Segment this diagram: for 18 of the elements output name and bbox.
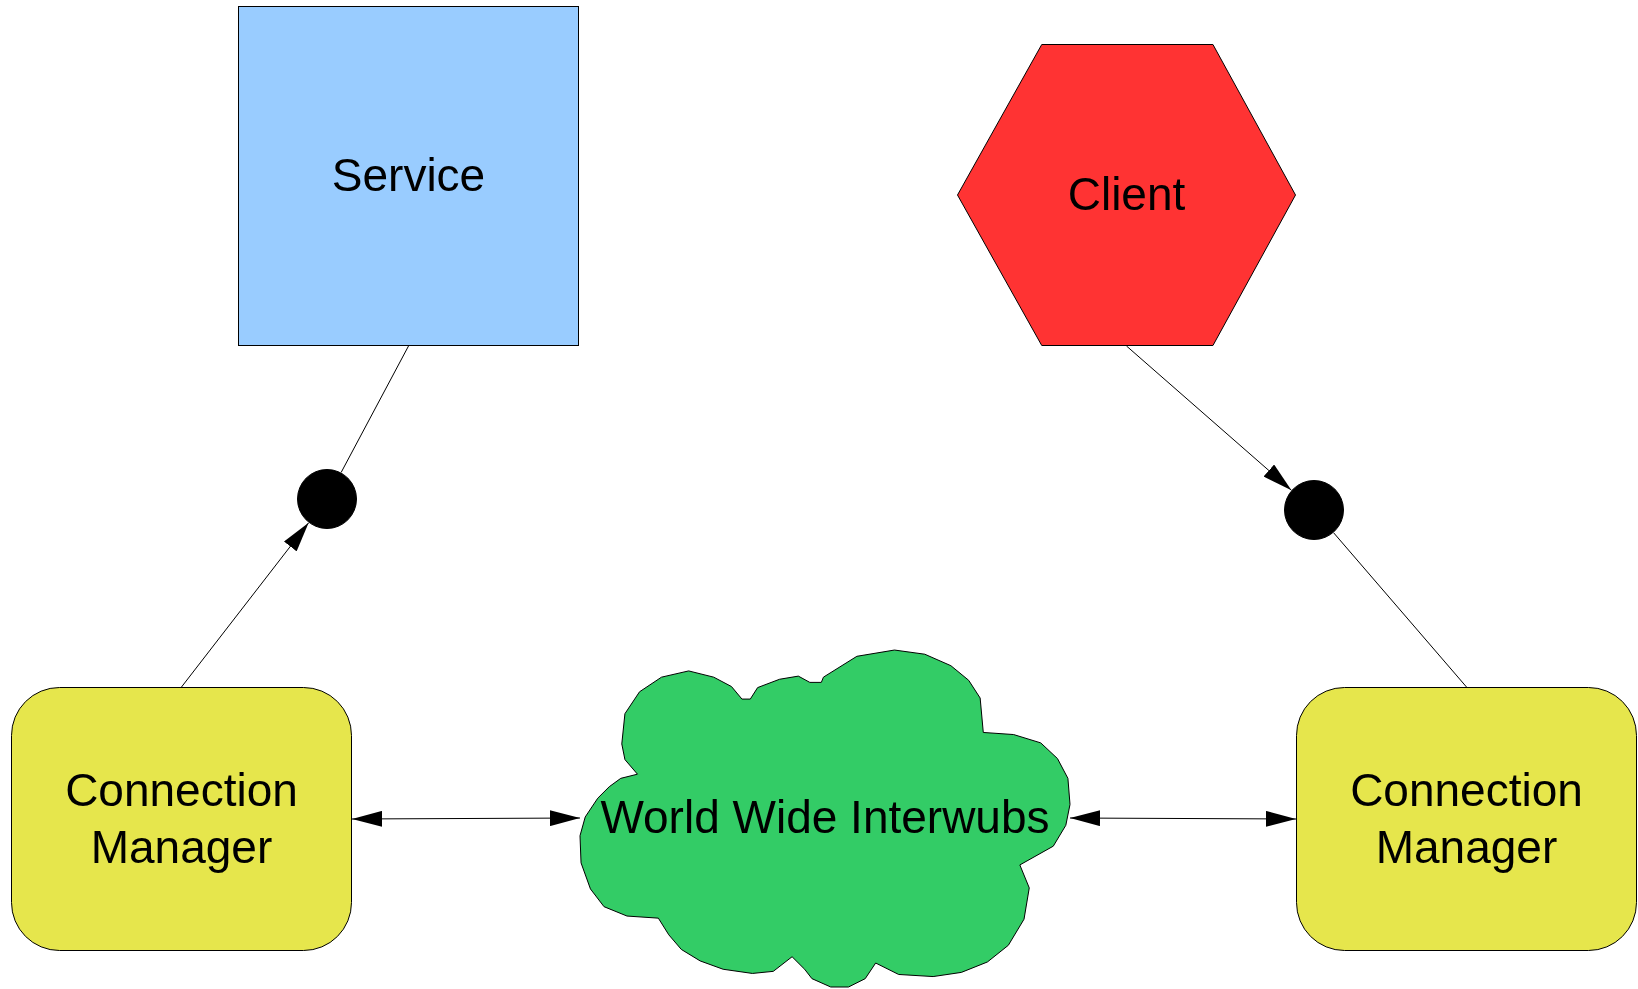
connection-manager-box (1296, 687, 1637, 951)
connector-line (340, 345, 409, 473)
arrow (181, 522, 310, 688)
client-hexagon (957, 44, 1296, 346)
node-label: Client (1067, 167, 1186, 223)
node-label: Connection Manager (64, 762, 299, 875)
service-box (238, 6, 579, 346)
arrow (1069, 810, 1297, 827)
connection-manager-box (11, 687, 352, 951)
connection-point (1284, 480, 1344, 540)
node-label: World Wide Interwubs (600, 790, 1050, 846)
node-label: Connection Manager (1349, 762, 1584, 875)
node-label: Service (331, 148, 486, 204)
arrow (351, 810, 581, 827)
connector-line (1333, 532, 1467, 688)
network-cloud (580, 649, 1070, 987)
connection-point (297, 469, 357, 529)
arrow (1126, 345, 1292, 491)
